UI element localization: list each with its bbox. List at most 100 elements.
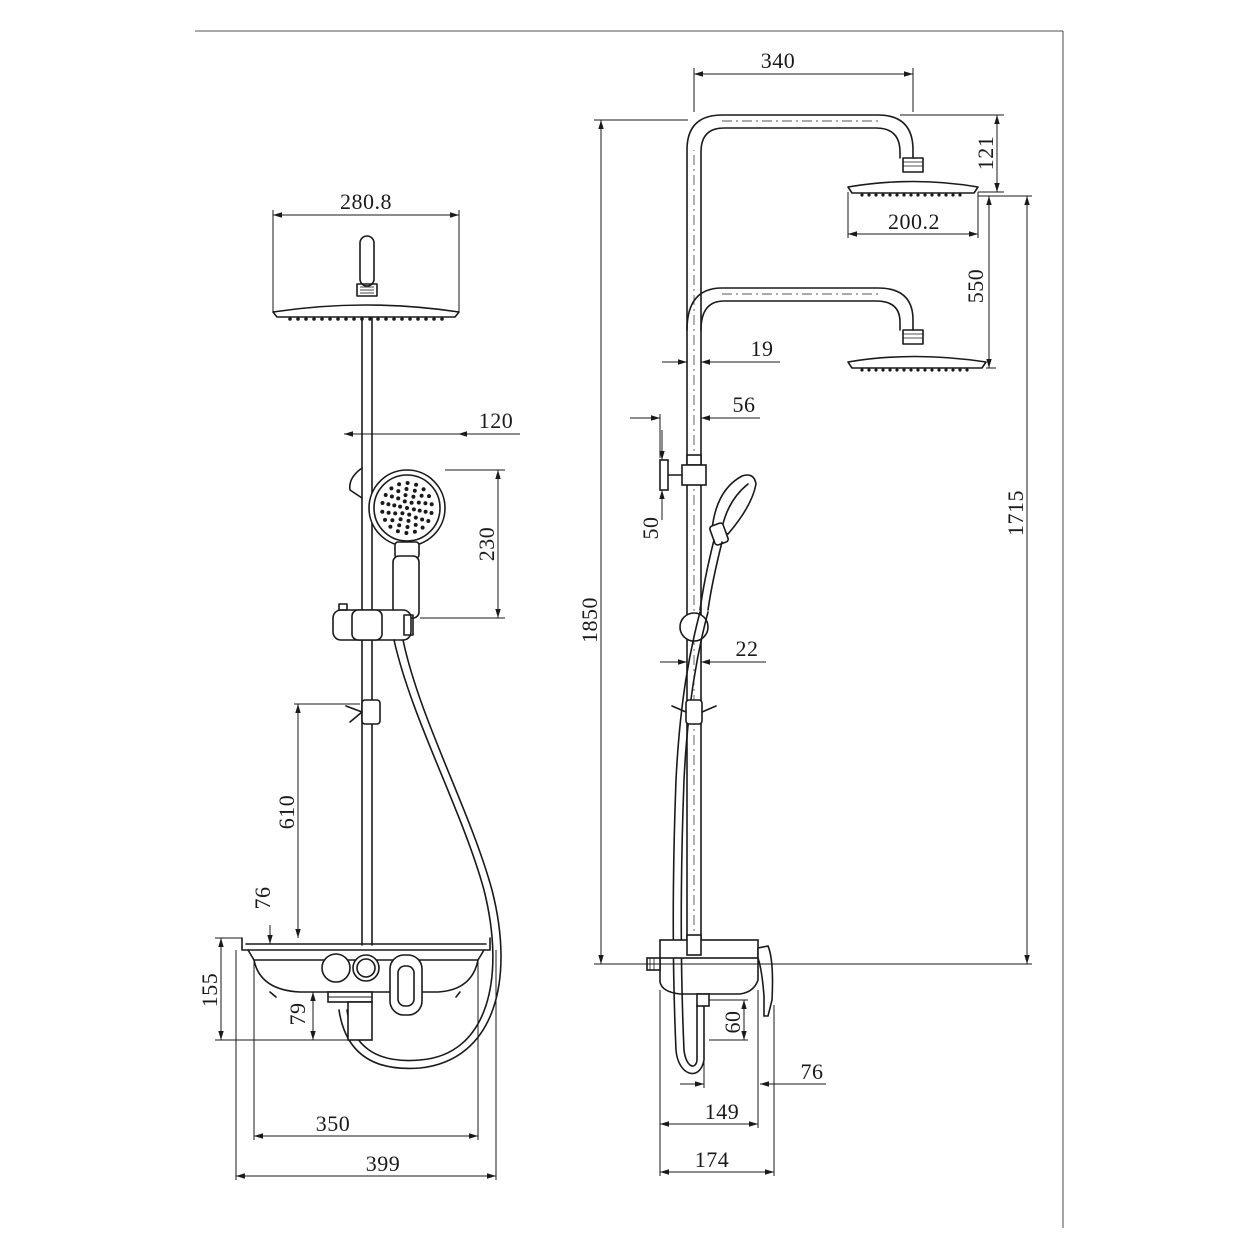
nozzle [881,193,885,197]
dim-arm-reach: 340 [761,48,796,73]
dim-outlet-depth: 60 [720,1011,745,1034]
hand-nozzle [388,524,393,529]
hand-shower-nozzles [380,481,434,535]
nozzle [958,368,962,372]
nozzle [944,193,948,197]
front-slider-holder [332,603,414,641]
nozzle [867,368,871,372]
nozzle [888,193,892,197]
nozzle [288,317,292,321]
nozzle [902,193,906,197]
hand-nozzle [390,518,395,523]
dim-total-height: 1850 [577,597,602,643]
nozzle [951,193,955,197]
nozzle [930,368,934,372]
side-upper-shower-arm [686,114,979,946]
hand-nozzle [392,503,397,508]
nozzle [895,193,899,197]
hand-nozzle [404,531,409,535]
hand-nozzle [429,502,434,507]
hand-nozzle [386,502,391,507]
hand-nozzle [409,500,414,505]
hand-nozzle [413,522,418,527]
nozzle [881,368,885,372]
hand-nozzle [402,499,407,504]
hand-nozzle [416,500,421,505]
side-lower-head-nozzles [860,368,969,372]
nozzle [408,317,412,321]
nozzle [909,193,913,197]
dim-slider-to-bracket: 610 [274,795,299,830]
nozzle [352,317,356,321]
front-head-nozzles [288,317,444,321]
hand-nozzle [389,494,394,499]
nozzle [909,368,913,372]
side-thermostat-body [646,934,774,1017]
front-shower-hose [338,639,502,1070]
hand-nozzle [412,529,417,534]
hand-nozzle [423,509,428,514]
nozzle [902,368,906,372]
dim-bracket-height: 50 [638,517,663,540]
dim-projection-total: 174 [695,1147,730,1172]
dim-head-spacing: 550 [963,269,988,304]
dim-head-diameter-side: 200.2 [888,209,940,234]
dim-arm-height: 121 [973,136,998,171]
nozzle [958,193,962,197]
dim-projection-inner: 149 [705,1099,740,1124]
hand-nozzle [403,493,408,498]
hand-nozzle [397,523,402,528]
side-lower-shower-arm [686,287,987,372]
nozzle [296,317,300,321]
nozzle [916,193,920,197]
dim-handshower-offset: 120 [479,408,514,433]
front-overhead-shower-head [272,235,460,321]
nozzle [312,317,316,321]
nozzle [368,317,372,321]
nozzle [937,193,941,197]
dim-bracket-to-shelf: 76 [250,887,275,910]
nozzle [895,368,899,372]
nozzle [923,193,927,197]
hand-nozzle [419,493,424,498]
dim-shelf-width-inner: 350 [316,1111,351,1136]
nozzle [867,193,871,197]
nozzle [424,317,428,321]
nozzle [860,368,864,372]
front-dimensions [215,210,520,1180]
nozzle [944,368,948,372]
hand-nozzle [427,494,431,499]
nozzle [384,317,388,321]
dim-riser-diameter: 19 [751,336,774,361]
dim-outlet-projection: 76 [801,1059,824,1084]
front-view: 280.8 120 230 610 76 155 79 350 399 [197,189,520,1180]
hand-nozzle [405,506,409,510]
nozzle [320,317,324,321]
hand-nozzle [426,519,431,523]
hand-nozzle [429,511,434,515]
hand-nozzle [400,511,405,516]
hand-nozzle [406,518,411,523]
side-upper-wall-holder [659,454,707,491]
nozzle [432,317,436,321]
hand-nozzle [417,508,422,513]
dim-head-height: 1715 [1003,490,1028,536]
nozzle [400,317,404,321]
nozzle [304,317,308,321]
hand-nozzle [389,486,394,491]
hand-nozzle [407,512,412,517]
hand-nozzle [398,517,403,522]
hand-nozzle [405,481,410,485]
nozzle [416,317,420,321]
hand-nozzle [386,510,391,515]
hand-nozzle [383,493,388,497]
hand-nozzle [396,489,401,494]
hand-nozzle [393,511,398,516]
hand-nozzle [421,487,426,492]
drawing-frame [195,30,1064,1228]
hand-nozzle [423,501,428,506]
hand-nozzle [380,509,385,514]
nozzle [874,193,878,197]
nozzle [916,368,920,372]
